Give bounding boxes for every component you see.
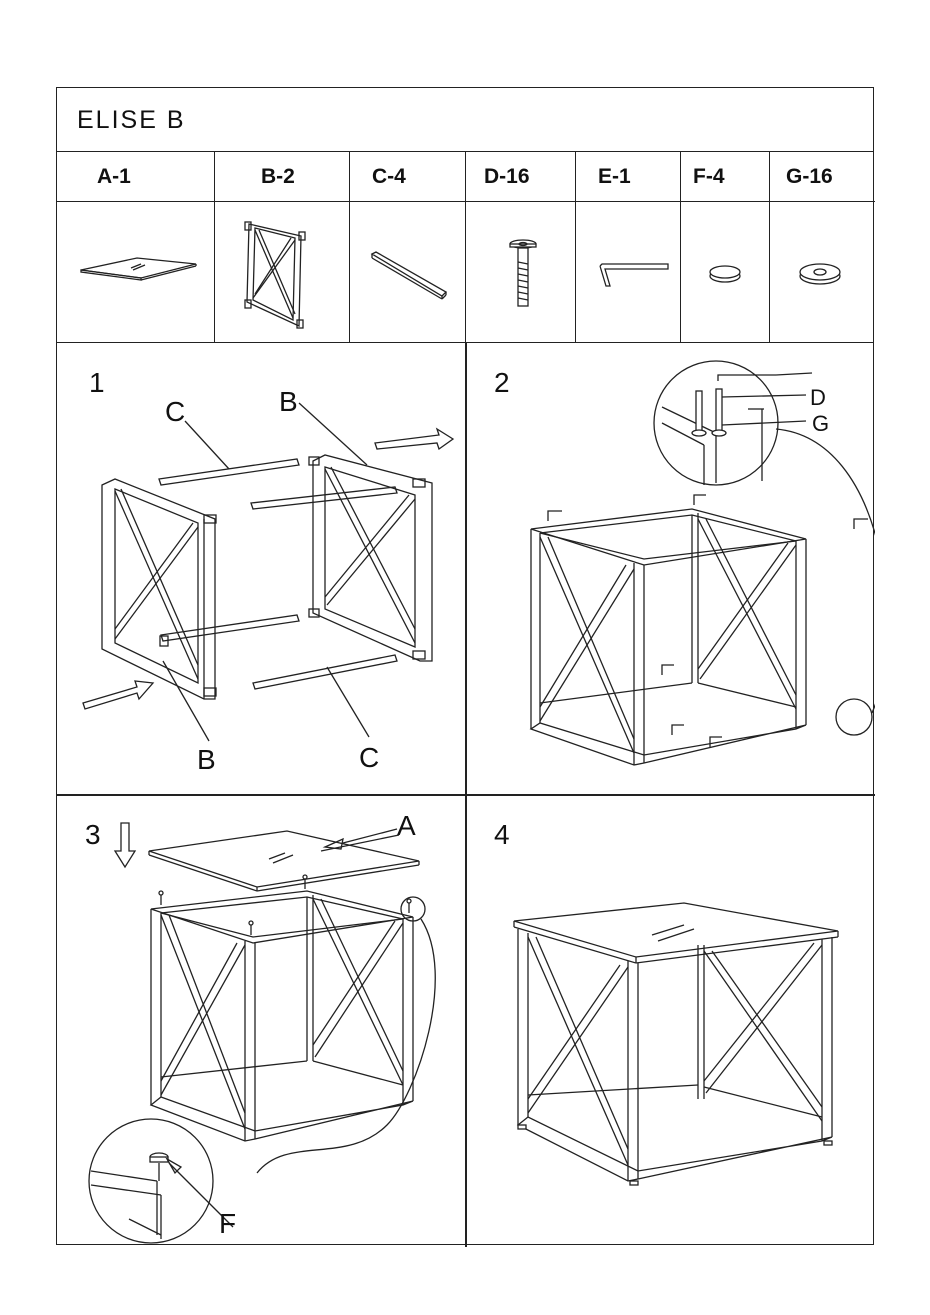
part-e: E-1 <box>576 152 681 342</box>
allen-key-icon <box>599 263 669 287</box>
step-2-diagram: E D G <box>529 360 905 766</box>
product-title: ELISE B <box>77 106 186 134</box>
step-4-diagram <box>513 902 839 1186</box>
part-c: C-4 <box>350 152 466 342</box>
step-number: 3 <box>85 819 101 850</box>
step-1: 1 <box>57 343 466 795</box>
pad-icon <box>709 265 741 283</box>
washer-icon <box>799 263 841 285</box>
label-d: D <box>810 385 826 410</box>
label-b-top: B <box>279 386 298 417</box>
step-number: 1 <box>89 367 105 398</box>
part-code: B-2 <box>261 165 295 188</box>
part-code: C-4 <box>372 165 406 188</box>
step-3-diagram: A F <box>88 810 436 1244</box>
product-title-bar: ELISE B <box>57 88 873 152</box>
step-number: 4 <box>494 819 510 850</box>
step-number: 2 <box>494 367 510 398</box>
side-frame-icon <box>244 221 306 329</box>
part-code: F-4 <box>693 165 725 188</box>
crossbar-icon <box>370 251 448 300</box>
part-code: G-16 <box>786 165 833 188</box>
part-f: F-4 <box>681 152 770 342</box>
part-code: E-1 <box>598 165 631 188</box>
step-2: 2 <box>466 343 905 795</box>
part-code: A-1 <box>97 165 131 188</box>
step-4: 4 <box>466 795 875 1247</box>
bolt-icon <box>509 239 537 307</box>
step-1-diagram: C B B C <box>82 386 455 775</box>
assembly-steps: 1 <box>57 342 905 1247</box>
label-b-bottom: B <box>197 744 216 775</box>
part-d: D-16 <box>466 152 576 342</box>
label-f: F <box>219 1208 236 1239</box>
part-code: D-16 <box>484 165 530 188</box>
part-a: A-1 <box>57 152 215 342</box>
label-a: A <box>397 810 416 841</box>
part-g: G-16 <box>770 152 875 342</box>
label-c-top: C <box>165 396 185 427</box>
instruction-sheet: ELISE B A-1 B-2 <box>56 87 905 1247</box>
part-b: B-2 <box>215 152 350 342</box>
parts-list: A-1 B-2 <box>57 152 875 342</box>
glass-top-icon <box>80 257 197 281</box>
label-c-bottom: C <box>359 742 379 773</box>
label-g: G <box>812 411 829 436</box>
step-3: 3 <box>57 795 466 1247</box>
